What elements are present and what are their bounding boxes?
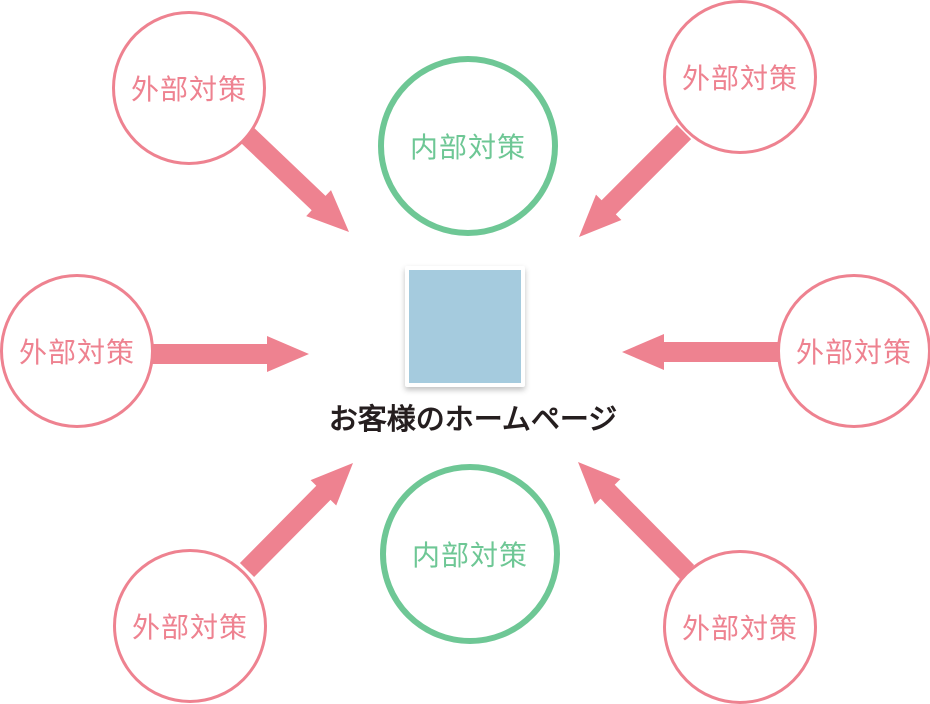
node-internal-top: 内部対策 — [378, 56, 558, 236]
arrow-top-right-to-center — [579, 124, 692, 237]
node-label: 外部対策 — [681, 612, 798, 645]
node-label: 外部対策 — [18, 336, 135, 369]
node-external-top-right: 外部対策 — [663, 0, 817, 154]
node-external-top-left: 外部対策 — [112, 11, 266, 165]
arrow-bottom-left-to-center — [239, 463, 353, 577]
node-label: 外部対策 — [131, 611, 248, 644]
node-external-bottom-left: 外部対策 — [113, 549, 267, 703]
node-internal-bottom: 内部対策 — [380, 464, 560, 644]
node-label: 内部対策 — [409, 131, 526, 164]
node-label: 外部対策 — [130, 73, 247, 106]
node-external-right: 外部対策 — [777, 274, 930, 428]
arrow-top-left-to-center — [238, 125, 349, 232]
customer-homepage-square — [405, 266, 525, 387]
node-label: 内部対策 — [411, 539, 528, 572]
node-label: 外部対策 — [795, 336, 912, 369]
center-caption: お客様のホームページ — [328, 402, 618, 436]
node-label: 外部対策 — [681, 62, 798, 95]
arrow-right-to-center — [622, 334, 778, 370]
node-external-bottom-right: 外部対策 — [663, 550, 817, 704]
arrow-bottom-right-to-center — [578, 462, 695, 579]
node-external-left: 外部対策 — [0, 274, 154, 428]
arrow-left-to-center — [152, 336, 309, 372]
